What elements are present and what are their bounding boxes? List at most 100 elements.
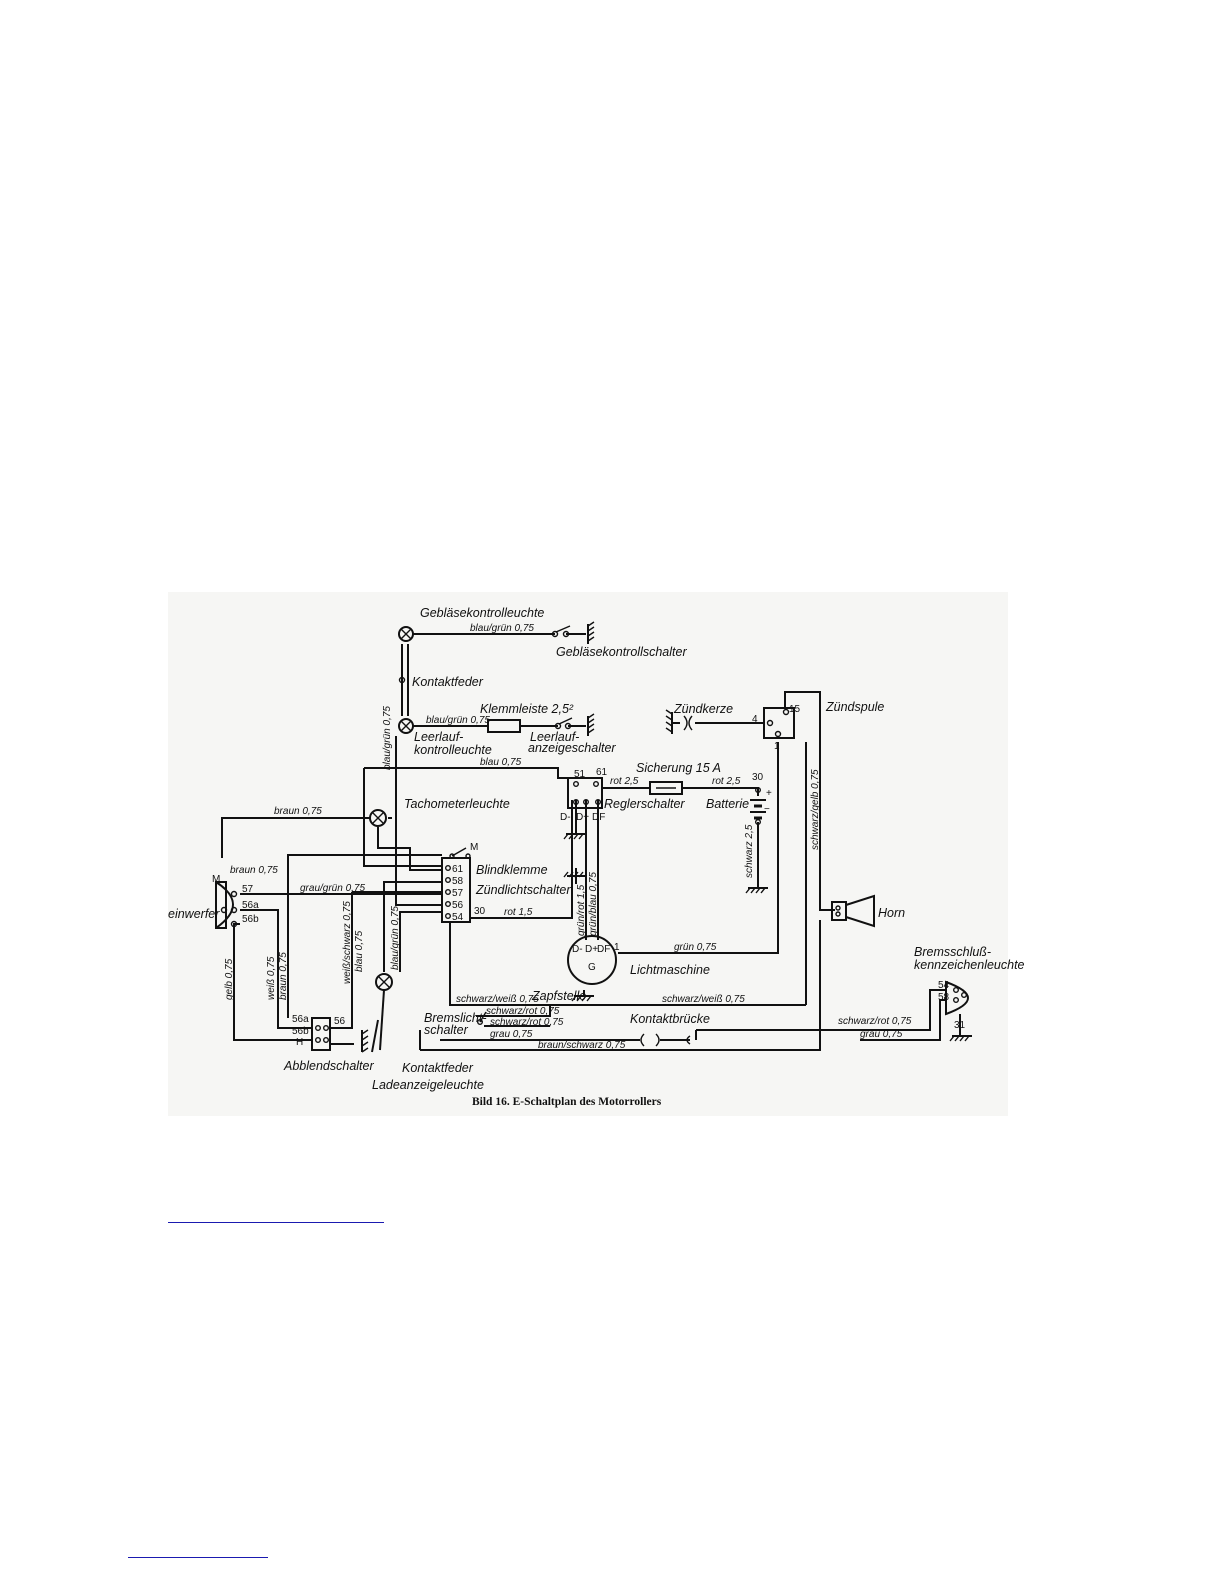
leerlaufkontrollleuchte-lamp-icon [398, 718, 414, 734]
terminal-label: 56 [452, 900, 464, 911]
label-kontaktfeder-bottom: Kontaktfeder [402, 1061, 474, 1075]
label-bremsschluss-2: kennzeichenleuchte [914, 958, 1025, 972]
bremslichtschalter-switch-icon [477, 1011, 487, 1026]
terminal-label: 56b [242, 914, 259, 925]
terminal-label: 56 [334, 1016, 346, 1027]
sicherung-fuse-icon [649, 781, 683, 795]
wire-label: blau/grün 0,75 [382, 706, 393, 770]
figure-caption: Bild 16. E-Schaltplan des Motorrollers [472, 1096, 662, 1108]
wire-label: grau 0,75 [490, 1029, 533, 1040]
geblaesekontrollleuchte-lamp-icon [398, 626, 414, 642]
terminal-label: 30 [474, 906, 486, 917]
wire-label: blau 0,75 [354, 930, 365, 972]
label-blindklemme: Blindklemme [476, 863, 548, 877]
bremsschluss-lamp-housing [945, 980, 972, 1042]
wire-label: grün/rot 1,5 [576, 884, 587, 936]
terminal-label: 56a [292, 1014, 309, 1025]
label-leerlaufanzeigeschalter-1: Leerlauf- [530, 730, 579, 744]
terminal-label: 61 [596, 767, 608, 778]
terminal-label: 58 [938, 992, 950, 1003]
label-scheinwerfer: einwerfer [168, 907, 220, 921]
leerlaufanzeigeschalter-switch-icon [554, 713, 595, 736]
terminal-label: 57 [452, 888, 464, 899]
wire-label: rot 1,5 [504, 907, 533, 918]
terminal-label: D- [572, 944, 583, 955]
terminal-label: 56a [242, 900, 259, 911]
wire-label: braun 0,75 [278, 952, 289, 1000]
wire-label: schwarz 2,5 [744, 824, 755, 878]
wire-paths [221, 633, 946, 1051]
separator-line-lower [128, 1557, 268, 1558]
terminal-label: 15 [789, 704, 801, 715]
label-leerlaufkontrollleuchte-1: Leerlauf- [414, 730, 463, 744]
kontaktfeder-bottom-icon [371, 989, 385, 1053]
terminal-label: + [766, 788, 772, 799]
wire-label: grün/blau 0,75 [588, 872, 599, 936]
batterie-ground-icon [745, 887, 768, 894]
wire-label: braun/schwarz 0,75 [538, 1040, 626, 1051]
geblaesekontrollschalter-switch-icon [551, 621, 595, 644]
zuendkerze-icon [665, 709, 693, 734]
regler-ground-icon [563, 820, 586, 840]
terminal-label: M [212, 874, 220, 885]
terminal-label: 57 [242, 884, 254, 895]
kontaktfeder-top-icon [398, 676, 406, 684]
wire-label: gelb 0,75 [224, 958, 235, 1000]
wire-label: rot 2,5 [712, 776, 741, 787]
capacitor-ground-icon [563, 868, 585, 884]
terminal-label: M [470, 842, 478, 853]
zuendspule-box [763, 707, 795, 739]
wire-label: grau 0,75 [860, 1029, 903, 1040]
terminal-label: − [764, 804, 770, 815]
label-abblendschalter: Abblendschalter [283, 1059, 374, 1073]
terminal-label: 31 [954, 1020, 966, 1031]
wire-label: schwarz/weiß 0,75 [662, 994, 745, 1005]
terminal-labels: 4 15 1 51 61 D- D+ DF 30 + − M 61 58 57 … [212, 704, 966, 1048]
terminal-label: 61 [452, 864, 464, 875]
wire-label: braun 0,75 [274, 806, 322, 817]
label-geblaesekontrollschalter: Gebläsekontrollschalter [556, 645, 687, 659]
wire-label: blau 0,75 [480, 757, 522, 768]
terminal-label: 54 [452, 912, 464, 923]
label-leerlaufanzeigeschalter-2: anzeigeschalter [528, 741, 616, 755]
klemmleiste-box [487, 719, 521, 733]
label-kontaktbruecke: Kontaktbrücke [630, 1012, 710, 1026]
label-ladeanzeigeleuchte: Ladeanzeigeleuchte [372, 1078, 484, 1092]
wire-label: weiß/schwarz 0,75 [342, 901, 353, 984]
label-horn: Horn [878, 906, 905, 920]
tachometerleuchte-lamp-icon [369, 809, 387, 827]
label-zuendkerze: Zündkerze [673, 702, 733, 716]
label-bremslichtschalter-1: Bremslicht- [424, 1011, 487, 1025]
batterie-icon [750, 787, 766, 826]
wire-label: grau/grün 0,75 [300, 883, 365, 894]
wire-label: schwarz/weiß 0,75 [456, 994, 539, 1005]
wire-label: schwarz/rot 0,75 [490, 1017, 564, 1028]
lichtmaschine-generator [567, 935, 617, 1002]
label-leerlaufkontrollleuchte-2: kontrolleuchte [414, 743, 492, 757]
wire-label: weiß 0,75 [266, 956, 277, 1000]
terminal-label: 54 [938, 980, 950, 991]
terminal-label: 1 [614, 942, 620, 953]
terminal-label: 30 [752, 772, 764, 783]
label-sicherung: Sicherung 15 A [636, 761, 721, 775]
terminal-label: H [296, 1037, 303, 1048]
terminal-label: D+ [585, 944, 598, 955]
terminal-label: 51 [574, 769, 586, 780]
terminal-label: 58 [452, 876, 464, 887]
wire-label: schwarz/rot 0,75 [838, 1016, 912, 1027]
wire-label: blau/grün 0,75 [390, 906, 401, 970]
wire-labels: blau/grün 0,75 blau/grün 0,75 blau/grün … [224, 623, 912, 1051]
component-labels: Gebläsekontrolleuchte Gebläsekontrollsch… [168, 606, 1025, 1092]
wire-label: blau/grün 0,75 [426, 715, 490, 726]
terminal-label: D+ [576, 812, 589, 823]
label-geblaesekontrollleuchte: Gebläsekontrolleuchte [420, 606, 544, 620]
label-tachometerleuchte: Tachometerleuchte [404, 797, 510, 811]
terminal-label: DF [592, 812, 605, 823]
label-bremslichtschalter-2: schalter [424, 1023, 469, 1037]
terminal-label: G [588, 962, 596, 973]
terminal-label: 56b [292, 1026, 309, 1037]
separator-line-upper [168, 1222, 384, 1223]
wire-label: blau/grün 0,75 [470, 623, 534, 634]
wire-label: braun 0,75 [230, 865, 278, 876]
